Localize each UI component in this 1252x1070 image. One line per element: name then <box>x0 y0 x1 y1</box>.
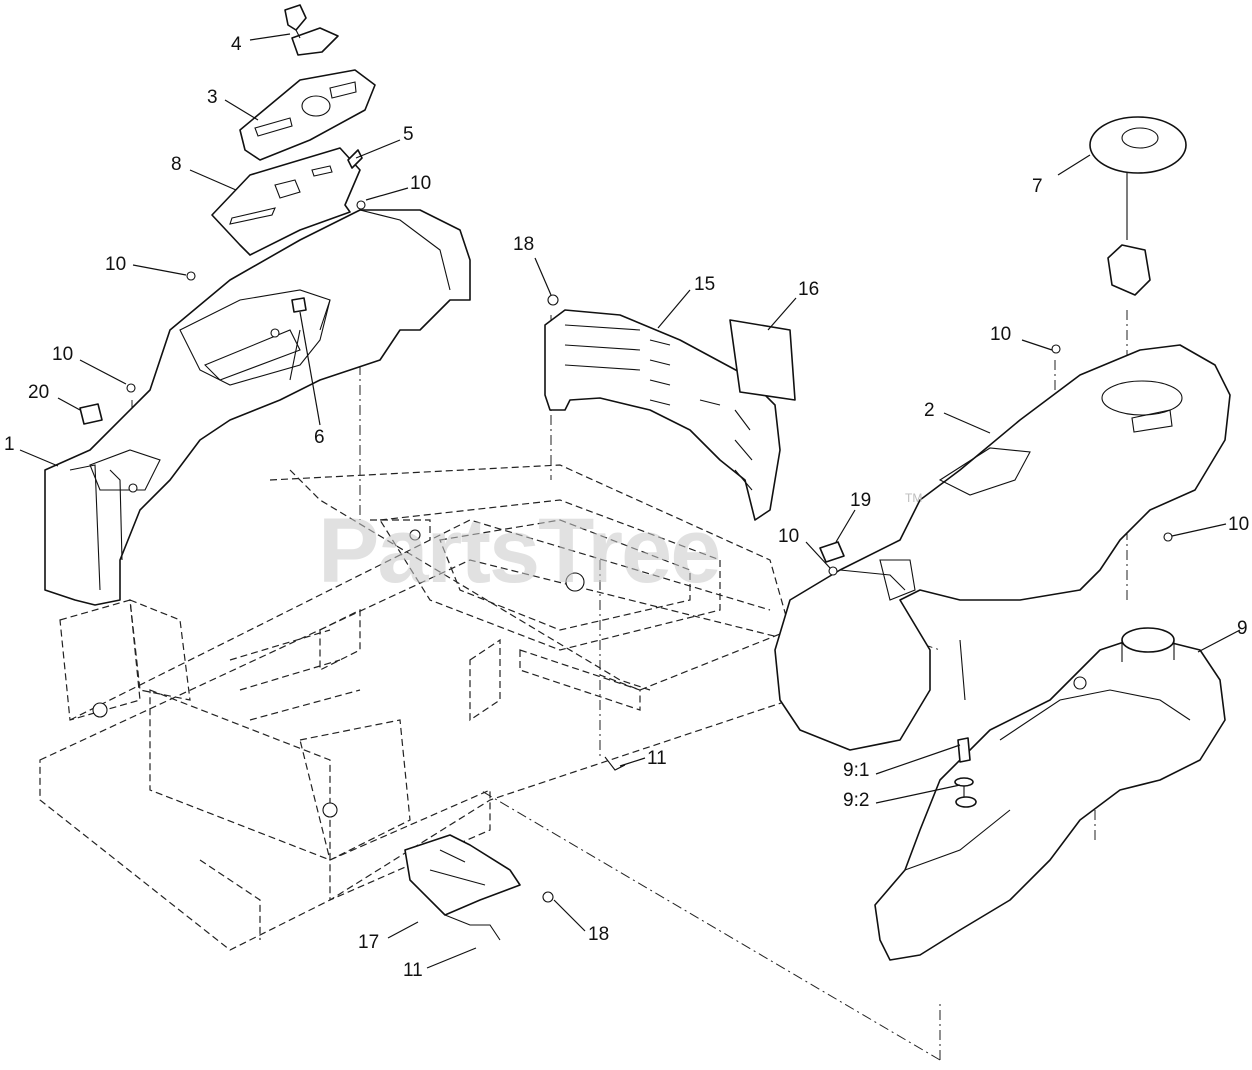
callout-18-bracket: 18 <box>588 924 609 945</box>
watermark-text: PartsTree <box>318 500 719 602</box>
small-hardware-left <box>79 149 366 425</box>
right-fender-part-2 <box>774 344 1231 751</box>
callout-9: 9 <box>1237 618 1248 639</box>
callout-2: 2 <box>924 400 935 421</box>
fuel-tank-part-9 <box>874 627 1226 961</box>
callout-11-frame: 11 <box>647 748 667 769</box>
fuel-cap-part-7 <box>1089 116 1187 296</box>
callout-9-1: 9:1 <box>843 760 869 781</box>
leader-lines <box>19 33 1241 969</box>
callout-9-2: 9:2 <box>843 790 869 811</box>
callout-10-fender-top: 10 <box>105 254 126 275</box>
callout-16: 16 <box>798 279 819 300</box>
callout-8: 8 <box>171 154 182 175</box>
callout-6: 6 <box>314 427 325 448</box>
fuel-fittings <box>954 737 977 808</box>
callout-10-fender-side: 10 <box>52 344 73 365</box>
callout-4: 4 <box>231 34 242 55</box>
partstree-watermark: PartsTree TM <box>318 491 922 602</box>
decal-part-16 <box>729 319 796 401</box>
watermark-trademark: TM <box>905 491 922 505</box>
small-hardware-right <box>542 344 1173 903</box>
callout-19: 19 <box>850 490 871 511</box>
callout-1: 1 <box>4 434 15 455</box>
bracket-part-17 <box>404 834 521 941</box>
throttle-lever-part-4 <box>284 4 339 56</box>
callout-15: 15 <box>694 274 715 295</box>
callout-11-bracket: 11 <box>403 960 423 981</box>
callout-10-console: 10 <box>410 173 431 194</box>
callout-labels: 4 3 5 8 10 10 10 20 1 6 18 15 16 7 10 2 … <box>4 34 1249 981</box>
callout-10-fender-right: 10 <box>1228 514 1249 535</box>
callout-3: 3 <box>207 87 218 108</box>
chassis-frame <box>39 464 791 951</box>
seat-shield-part-15 <box>544 294 781 521</box>
callout-18-seat: 18 <box>513 234 534 255</box>
left-fender-part-1 <box>44 209 471 606</box>
console-plate-part-8 <box>211 147 361 256</box>
callout-10-tank-top: 10 <box>990 324 1011 345</box>
callout-17: 17 <box>358 932 379 953</box>
wire-part-11 <box>604 756 626 771</box>
callout-20: 20 <box>28 382 49 403</box>
callout-7: 7 <box>1032 176 1043 197</box>
callout-10-fender-front: 10 <box>778 526 799 547</box>
callout-5: 5 <box>403 124 414 145</box>
decal-part-3 <box>239 69 376 161</box>
